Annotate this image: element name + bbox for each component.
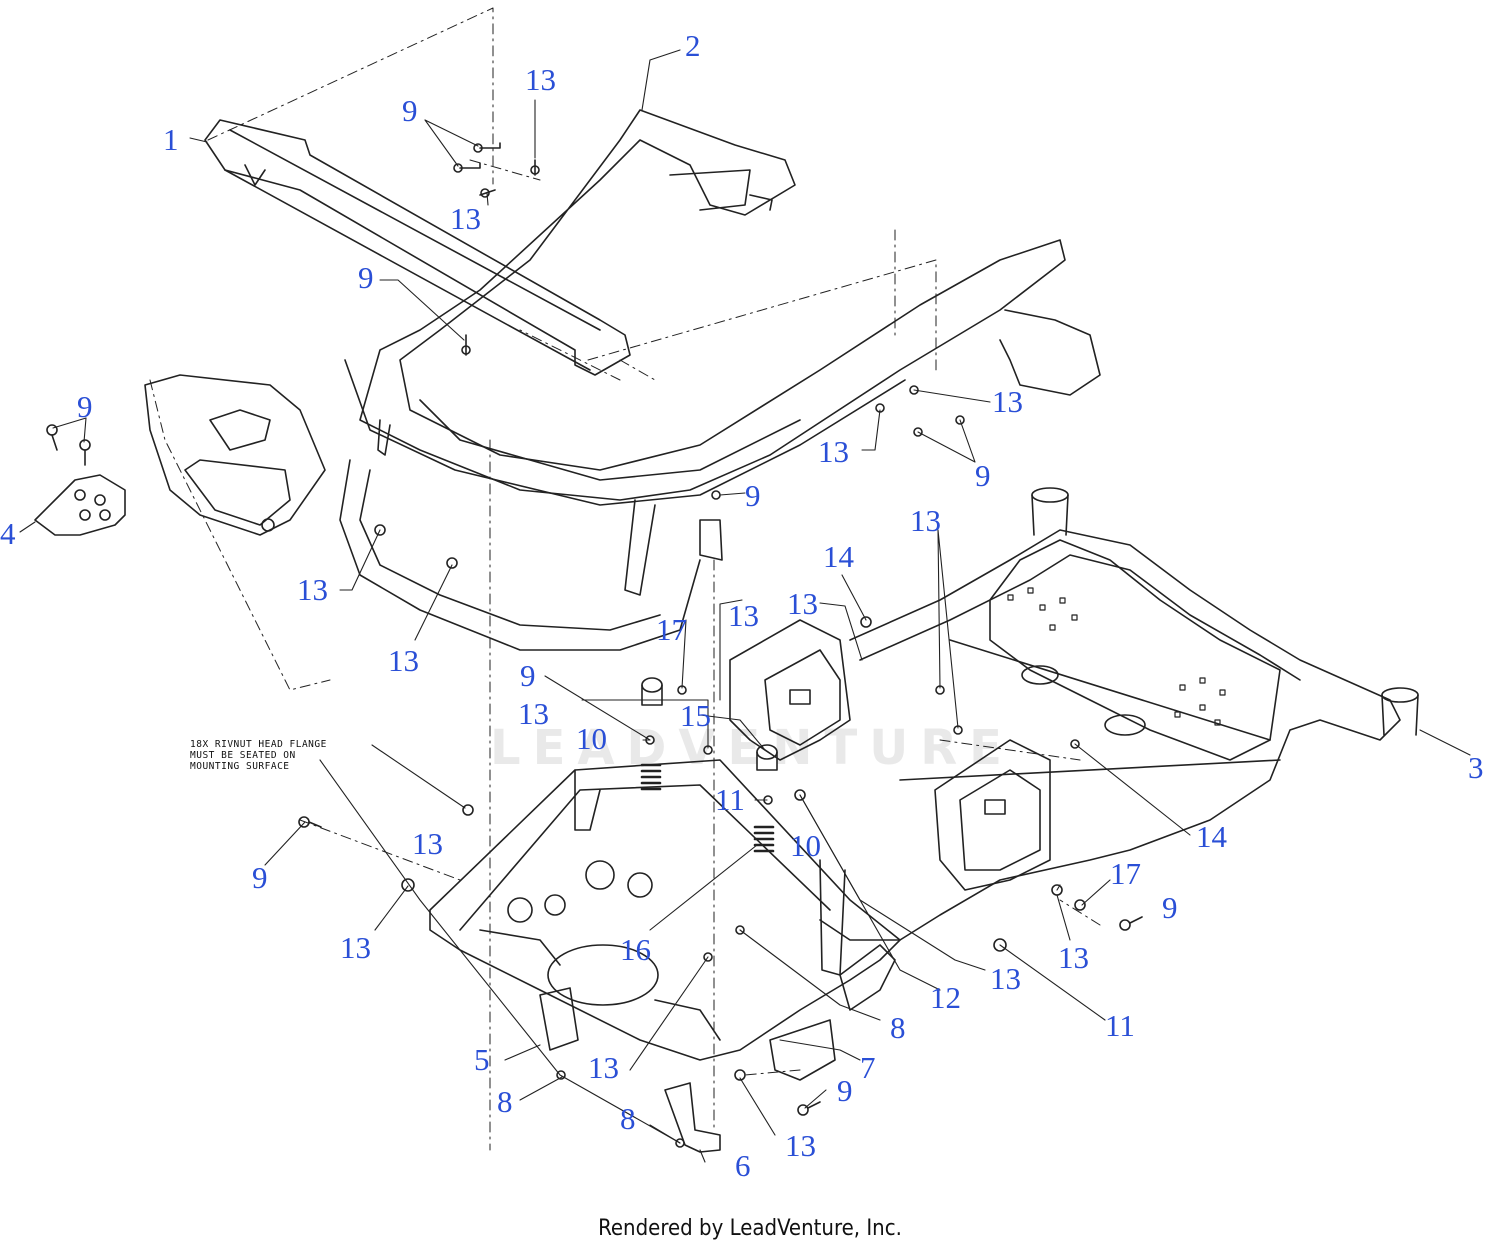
part-6-bracket	[664, 1082, 721, 1153]
callout-13m: 13	[1058, 940, 1089, 975]
callout-3: 3	[1468, 750, 1484, 785]
callout-13f: 13	[297, 572, 328, 607]
rivnut-note: 18X RIVNUT HEAD FLANGE MUST BE SEATED ON…	[190, 739, 327, 772]
callout-10b: 10	[790, 828, 821, 863]
callout-13e: 13	[910, 503, 941, 538]
part-4-pedal	[34, 474, 126, 536]
callout-13i: 13	[388, 643, 419, 678]
note-line: 18X RIVNUT HEAD FLANGE	[190, 739, 327, 750]
callout-11b: 11	[1105, 1008, 1135, 1043]
callout-9a: 9	[402, 93, 418, 128]
callout-11a: 11	[715, 782, 745, 817]
callout-9b: 9	[358, 260, 374, 295]
callout-13a: 13	[525, 62, 556, 97]
callout-13o: 13	[588, 1050, 619, 1085]
callout-4: 4	[0, 516, 16, 551]
callout-5: 5	[474, 1042, 490, 1077]
callout-2: 2	[685, 28, 701, 63]
callout-6: 6	[735, 1148, 751, 1183]
note-line: MOUNTING SURFACE	[190, 761, 290, 772]
callout-13h: 13	[728, 598, 759, 633]
callout-13n: 13	[990, 961, 1021, 996]
part-3-chassis	[819, 529, 1401, 941]
callout-9e: 9	[745, 478, 761, 513]
watermark: LEADVENTURE	[490, 720, 1014, 776]
callout-9c: 9	[77, 389, 93, 424]
callout-14a: 14	[823, 539, 854, 574]
callout-10a: 10	[576, 721, 607, 756]
callout-17a: 17	[656, 612, 687, 647]
callout-13j: 13	[518, 696, 549, 731]
note-line: MUST BE SEATED ON	[190, 750, 296, 761]
callout-12: 12	[930, 980, 961, 1015]
callout-14b: 14	[1196, 819, 1227, 854]
callout-7: 7	[860, 1050, 876, 1085]
callout-8b: 8	[497, 1084, 513, 1119]
callout-8a: 8	[890, 1010, 906, 1045]
callout-13c: 13	[992, 384, 1023, 419]
callout-16: 16	[620, 932, 651, 967]
callout-13l: 13	[340, 930, 371, 965]
footer-credit: Rendered by LeadVenture, Inc.	[598, 1216, 902, 1241]
callout-1: 1	[163, 122, 179, 157]
part-5-bracket	[539, 987, 579, 1051]
callout-9i: 9	[837, 1073, 853, 1108]
part-1-seat-rail	[204, 119, 631, 376]
callout-8c: 8	[620, 1101, 636, 1136]
part-7-bracket	[769, 1019, 836, 1081]
part-2-upper-frame	[359, 109, 1066, 501]
callout-13g: 13	[787, 586, 818, 621]
callout-9h: 9	[1162, 890, 1178, 925]
callout-15: 15	[680, 698, 711, 733]
callout-13k: 13	[412, 826, 443, 861]
callout-13p: 13	[785, 1128, 816, 1163]
callout-9d: 9	[975, 458, 991, 493]
callout-17b: 17	[1110, 856, 1141, 891]
callout-13b: 13	[450, 201, 481, 236]
callout-13d: 13	[818, 434, 849, 469]
callout-9g: 9	[252, 860, 268, 895]
callout-9f: 9	[520, 658, 536, 693]
